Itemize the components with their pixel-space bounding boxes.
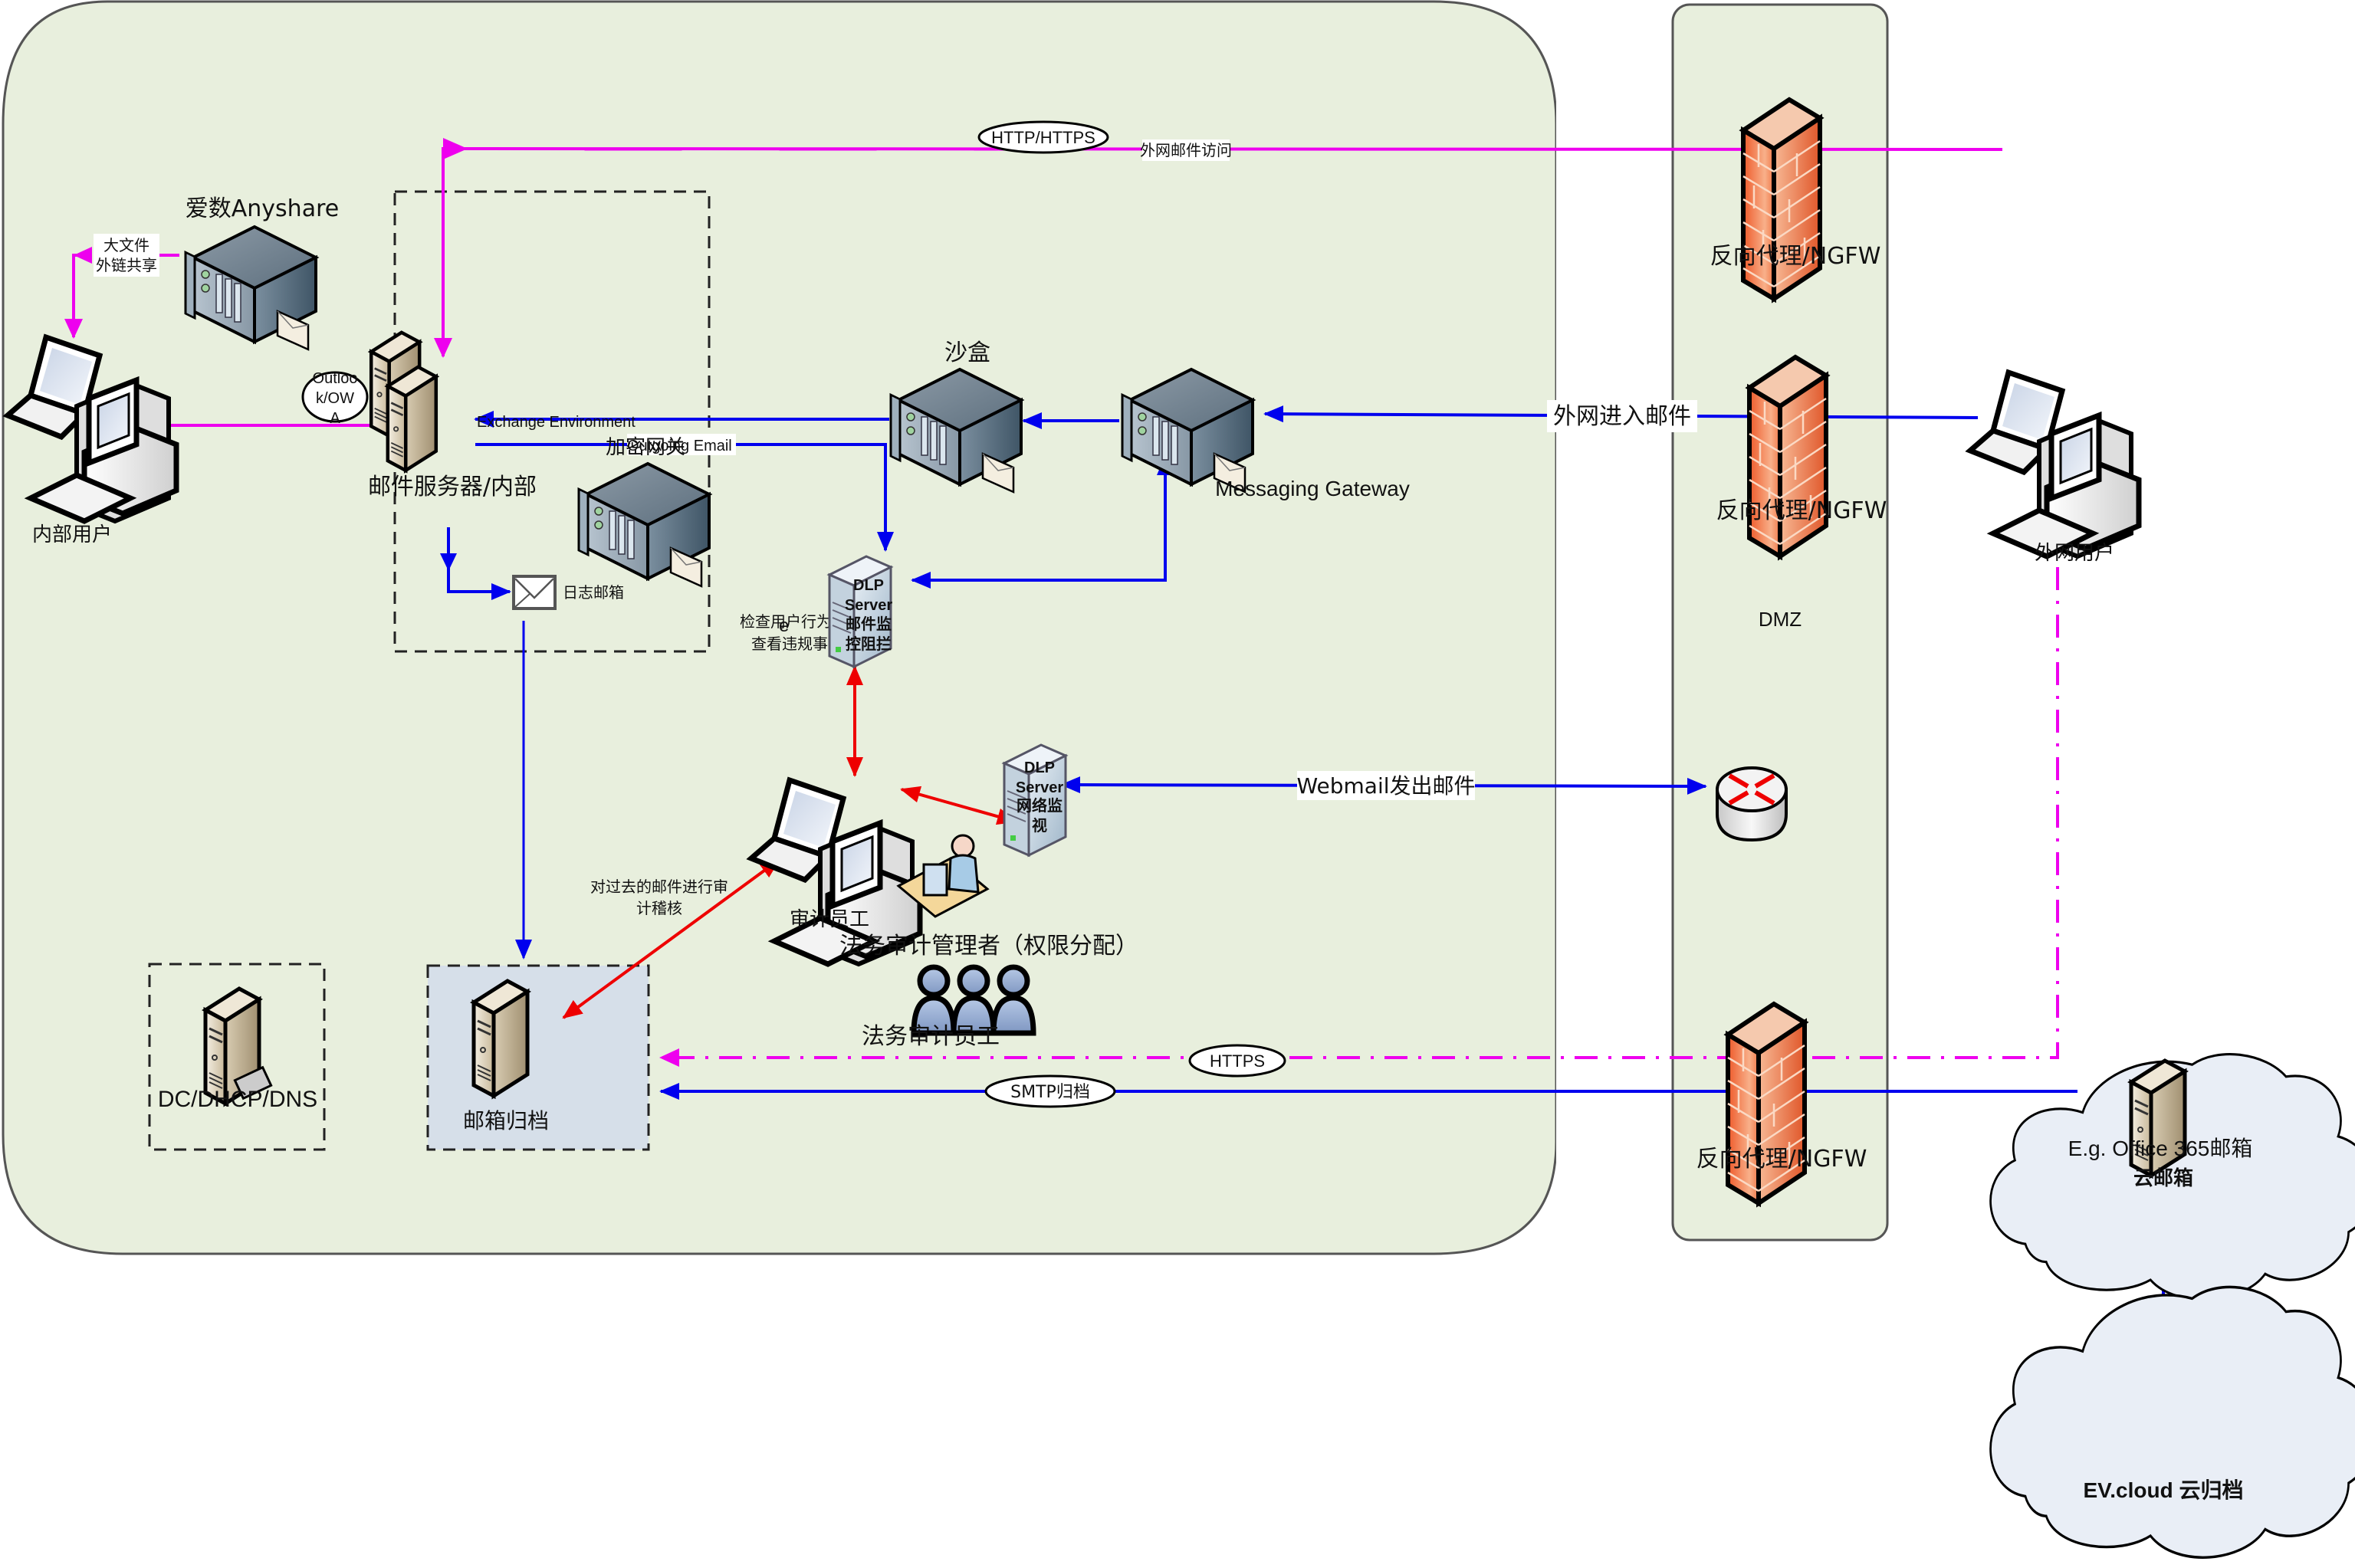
svg-text:A: A [330,410,340,427]
svg-text:计稽核: 计稽核 [636,899,682,917]
svg-text:法务审计员工: 法务审计员工 [862,1023,1000,1050]
label-smtp-archive: SMTP归档 [984,1074,1116,1108]
svg-text:EV.cloud 云归档: EV.cloud 云归档 [2083,1478,2243,1502]
label-webmail-out: Webmail发出邮件 [1296,771,1476,800]
svg-text:控阻拦: 控阻拦 [846,635,892,653]
label-inbound-mail: 外网进入邮件 [1547,400,1697,432]
tower-server-icon [474,981,527,1096]
svg-text:外链共享: 外链共享 [96,256,157,274]
svg-text:法务审计管理者（权限分配）: 法务审计管理者（权限分配） [839,933,1138,959]
svg-text:网络监: 网络监 [1017,796,1063,815]
zone-gap [1556,5,1671,1240]
svg-text:邮件监: 邮件监 [846,615,892,633]
label-external-mail-access: 外网邮件访问 [1140,139,1232,161]
node-sandbox[interactable]: 沙盒 [889,340,1023,494]
svg-text:爱数Anyshare: 爱数Anyshare [186,195,339,222]
node-legal-staff[interactable]: 法务审计员工 [862,967,1033,1050]
svg-text:内部用户: 内部用户 [32,523,112,546]
edge-outgoing-email [475,443,894,552]
svg-text:视: 视 [1032,816,1047,835]
label-large-file-share: 大文件 外链共享 [94,234,159,277]
edge-large-file-share [64,247,179,339]
node-journal-mailbox[interactable]: 日志邮箱 [512,575,624,610]
cloud-icon [1989,1285,2355,1559]
arrow-head-icon [443,138,468,159]
edge-auditor-dlpnet [900,786,1017,825]
desk-user-icon [896,834,990,918]
node-dlp-network-server[interactable]: DLP Server 网络监 视 [1003,743,1067,857]
svg-text:DC/DHCP/DNS: DC/DHCP/DNS [158,1087,317,1112]
node-dlp-mail-server[interactable]: DLP Server 邮件监 控阻拦 [828,555,892,668]
edge-dlp-gateway [911,455,1174,589]
svg-text:k/OW: k/OW [316,390,354,407]
node-firewall-middle[interactable]: 反向代理/NGFW [1716,357,1887,556]
node-auditor[interactable]: 审计员工 [751,780,920,964]
label-https: HTTPS [1188,1044,1286,1078]
svg-text:对过去的邮件进行审: 对过去的邮件进行审 [590,877,728,896]
workstation-icon [1970,372,2139,556]
svg-text:外网用户: 外网用户 [2035,542,2114,565]
node-internal-user[interactable]: 内部用户 [8,337,176,546]
dc-group [148,963,326,1151]
svg-text:E.g. Office 365邮箱: E.g. Office 365邮箱 [2068,1137,2253,1160]
svg-text:HTTP/HTTPS: HTTP/HTTPS [991,128,1095,147]
label-outgoing-email: 加密网关 Outgoing Email [606,434,736,459]
node-external-user[interactable]: 外网用户 [1970,372,2139,565]
svg-text:外网邮件访问: 外网邮件访问 [1140,141,1232,159]
svg-text:反向代理/NGFW: 反向代理/NGFW [1710,243,1881,270]
edge-audit-archive [562,858,780,1019]
svg-text:大文件: 大文件 [103,236,149,254]
node-legal-admin[interactable]: 法务审计管理者（权限分配） [839,834,1138,959]
svg-text:外网进入邮件: 外网进入邮件 [1553,403,1691,430]
node-office365-cloud[interactable]: E.g. Office 365邮箱 云邮箱 [1989,1053,2355,1301]
node-mail-server[interactable]: 邮件服务器/内部 [368,333,537,500]
svg-text:HTTPS: HTTPS [1210,1051,1265,1071]
internal-network-zone [2,0,1558,1255]
svg-text:邮件服务器/内部: 邮件服务器/内部 [368,474,537,500]
label-http-https: HTTP/HTTPS [977,120,1109,154]
dmz-label: DMZ [1759,608,1802,631]
svg-text:反向代理/NGFW: 反向代理/NGFW [1696,1146,1867,1173]
label-audit-past-mail: 对过去的邮件进行审 计稽核 [590,877,728,917]
svg-text:Outloo: Outloo [313,370,358,387]
node-evcloud[interactable]: EV.cloud 云归档 [1989,1285,2355,1559]
label-exchange-environment: Exchange Environment [477,414,636,431]
svg-text:Messaging Gateway: Messaging Gateway [1215,477,1410,500]
mail-server-icon [388,367,436,471]
svg-text:Webmail发出邮件: Webmail发出邮件 [1296,773,1475,799]
svg-text:Server: Server [1016,779,1063,796]
svg-text:审计员工: 审计员工 [790,908,869,931]
svg-text:反向代理/NGFW: 反向代理/NGFW [1716,497,1887,524]
svg-text:SMTP归档: SMTP归档 [1010,1083,1090,1102]
svg-text:加密网关: 加密网关 [606,436,685,459]
node-anyshare[interactable]: 爱数Anyshare [184,195,339,351]
firewall-icon [1728,1004,1805,1203]
svg-text:云邮箱: 云邮箱 [2133,1166,2193,1190]
firewall-icon [1749,357,1826,556]
svg-text:e: e [779,615,789,636]
edge-journal [447,527,511,600]
dmz-zone [1671,3,1889,1242]
label-outlook-owa: Outloo k/OW A [301,370,369,427]
svg-text:DLP: DLP [1024,759,1055,776]
node-dc-dhcp-dns[interactable]: DC/DHCP/DNS [158,989,317,1112]
node-mail-archive[interactable]: 邮箱归档 [463,981,549,1133]
svg-text:查看违规事件: 查看违规事件 [751,635,843,653]
svg-text:沙盒: 沙盒 [944,340,990,366]
node-firewall-bottom[interactable]: 反向代理/NGFW [1696,1004,1867,1203]
edge-https-external-archive [659,567,2059,1067]
node-router[interactable] [1716,766,1788,842]
node-messaging-gateway[interactable]: Messaging Gateway [1121,368,1410,500]
svg-text:DLP: DLP [853,577,884,594]
svg-text:日志邮箱: 日志邮箱 [563,583,624,602]
svg-text:邮箱归档: 邮箱归档 [463,1108,549,1133]
node-firewall-top[interactable]: 反向代理/NGFW [1710,100,1881,299]
router-icon [1716,766,1788,842]
svg-text:Outgoing Email: Outgoing Email [627,438,732,454]
svg-text:Server: Server [845,597,892,614]
